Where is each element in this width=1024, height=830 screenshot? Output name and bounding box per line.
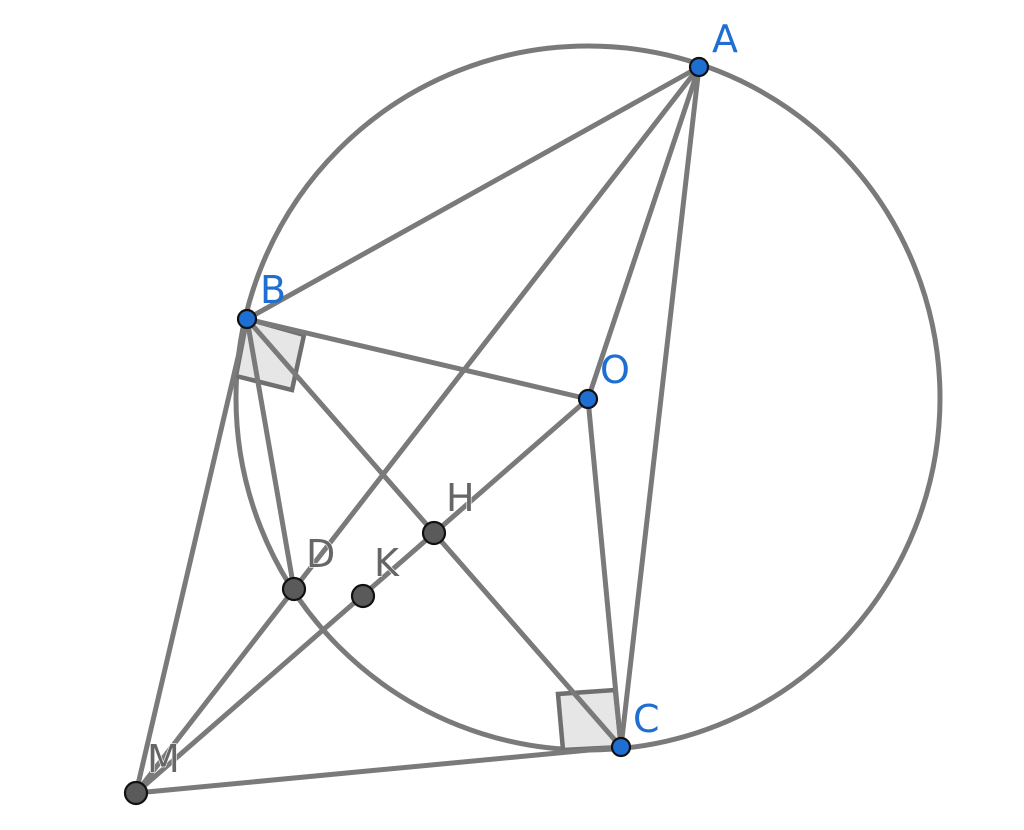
point-b	[236, 308, 258, 330]
segment-am	[133, 64, 702, 796]
point-c	[610, 736, 632, 758]
segment-bo	[244, 316, 591, 402]
point-h	[421, 520, 447, 546]
label-a: A	[712, 17, 738, 61]
segment-ab	[244, 64, 702, 322]
segment-bd	[244, 316, 297, 592]
segment-ao	[585, 64, 702, 402]
segment-cm	[133, 744, 624, 796]
segment-ac	[618, 64, 702, 750]
right-angle-marker-c	[555, 687, 624, 753]
point-a	[688, 56, 710, 78]
label-d: D	[306, 532, 335, 576]
label-b: B	[260, 268, 286, 312]
label-h: H	[446, 476, 475, 520]
segment-co	[585, 396, 624, 750]
point-d	[281, 576, 307, 602]
point-o	[577, 388, 599, 410]
point-k	[350, 583, 376, 609]
label-o: O	[600, 348, 630, 392]
label-k: K	[374, 541, 400, 585]
segment-bm	[133, 316, 250, 796]
label-m: M	[147, 737, 180, 781]
label-c: C	[633, 697, 660, 741]
point-m	[123, 780, 149, 806]
